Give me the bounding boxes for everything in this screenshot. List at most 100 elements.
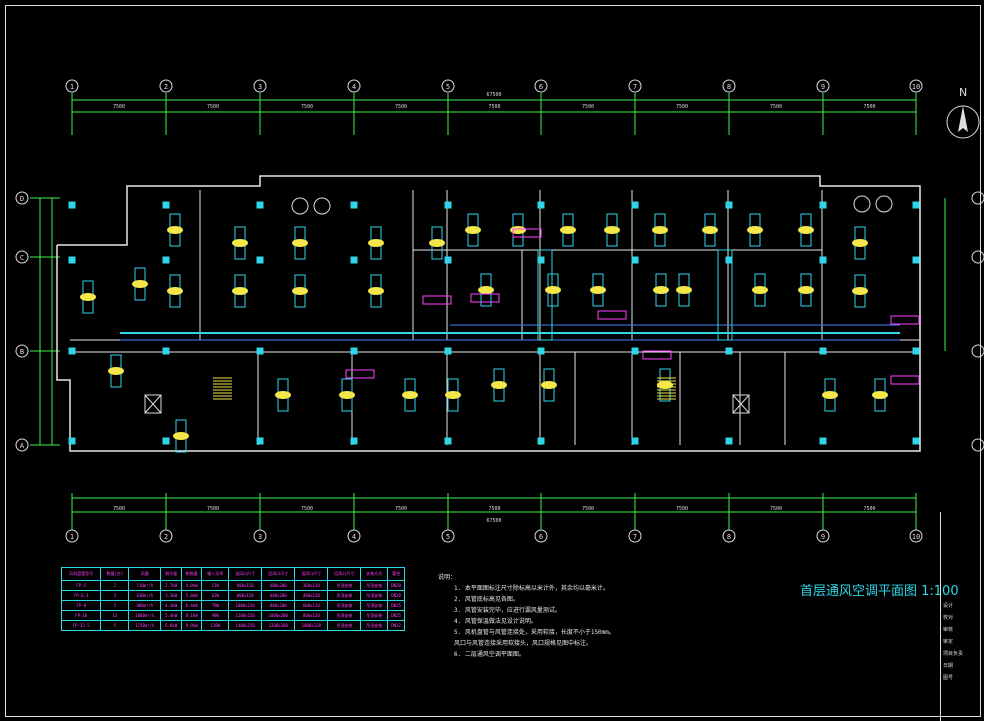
table-cell: 吊顶安装 [327,590,362,601]
table-cell: 510m³/h [128,580,162,591]
elevator-cross [732,394,750,414]
grid-label-bottom: 3 [258,533,262,541]
table-cell: 51W [201,580,230,591]
table-cell: 6.6kW [160,620,182,631]
table-cell: 800x120 [294,610,329,621]
structural-column [162,347,170,355]
table-cell: 吊顶安装 [327,610,362,621]
table-cell: 4.3kW [160,600,182,611]
table-cell: 吊顶安装 [360,590,389,601]
structural-column [162,256,170,264]
structural-column [256,201,264,209]
note-1: 1. 本平面图标注尺寸除标高以米计外，其余均以毫米计。 [454,585,609,592]
table-cell: 120W [201,620,230,631]
fan-coil-unit [747,226,763,234]
title-block-row: 校对 [943,615,954,621]
title-block-row: 审定 [943,639,954,645]
table-header-cell: 数量(台) [100,567,130,581]
table-cell: 600x200 [261,590,296,601]
title-block: 设计校对审核审定项目负责日期图号 [940,512,984,721]
fan-coil-unit [80,293,96,301]
fan-coil-unit [545,286,561,294]
grid-label-bottom: 8 [727,533,731,541]
table-cell: 13 [100,610,130,621]
structural-column [912,347,920,355]
structural-column [444,347,452,355]
fan-coil-unit [541,381,557,389]
dimension-text: 7500 [301,506,313,512]
table-header-cell: 管径 [387,567,405,581]
table-cell: 2.7kW [160,580,182,591]
dimension-text: 7500 [207,506,219,512]
riser-duct [537,249,553,341]
structural-column [444,256,452,264]
structural-column [350,347,358,355]
grid-bubble-top [253,79,267,93]
table-cell: 吊顶安装 [360,600,389,611]
grid-bubble-left [15,438,29,452]
fan-coil-unit [560,226,576,234]
grid-label-bottom: 10 [912,533,920,541]
fan-coil-unit [822,391,838,399]
table-cell: 480x120 [294,590,329,601]
fan-coil-unit [676,286,692,294]
structural-column [725,347,733,355]
structural-column [68,347,76,355]
table-cell: 1200x200 [261,620,296,631]
grid-label-top: 8 [727,83,731,91]
table-cell: 1000x200 [261,610,296,621]
grid-label-bottom: 7 [633,533,637,541]
table-cell: 4.0kW [180,580,203,591]
table-header-cell: 送风口尺寸 [228,567,263,581]
grid-bubble-top [159,79,173,93]
table-cell: FP-6.3 [60,590,102,601]
equipment-tag [345,369,375,379]
dimension-text: 7500 [488,104,500,110]
fan-coil-unit [653,286,669,294]
grid-label-left: D [20,195,24,203]
structural-column [256,347,264,355]
table-cell: FP-8 [60,600,102,611]
table-cell: 1250m³/h [128,620,162,631]
exhaust-fan-icon [291,197,309,215]
grid-bubble-left [15,250,29,264]
fan-coil-unit [510,226,526,234]
table-header-row: 风机盘管型号 数量(台) 风量 制冷量 制热量 输入功率 送风口尺寸 回风口尺寸… [60,567,405,581]
grid-label-top: 7 [633,83,637,91]
structural-column [912,256,920,264]
note-2: 2. 风管底标高见各图。 [454,596,519,603]
structural-column [819,201,827,209]
table-cell: 800x150 [228,590,263,601]
structural-column [819,437,827,445]
fan-coil-unit [292,287,308,295]
dimension-text: 7500 [582,104,594,110]
table-header-cell: 输入功率 [201,567,230,581]
note-4: 4. 风管保温做法见设计说明。 [454,618,537,625]
fan-coil-unit [852,287,868,295]
note-7: 6. 二层通风空调平面图。 [454,651,525,658]
drawing-title: 首层通风空调平面图 1:100 [800,584,959,599]
table-cell: 6.4kW [180,600,203,611]
structural-column [162,201,170,209]
fan-coil-unit [167,226,183,234]
equipment-tag [422,295,452,305]
note-3: 3. 风管安装完毕，应进行漏风量测试。 [454,607,561,614]
table-cell: 79W [201,600,230,611]
elevator-cross [144,394,162,414]
grid-label-bottom: 9 [821,533,825,541]
dimension-text: 7500 [395,506,407,512]
fan-coil-unit [465,226,481,234]
dimension-text: 7500 [301,104,313,110]
dimension-text: 7500 [770,506,782,512]
drawing-border [5,5,981,717]
fan-coil-unit [167,287,183,295]
fan-coil-unit [798,226,814,234]
table-cell: 600x150 [228,580,263,591]
structural-column [350,201,358,209]
fan-coil-unit [292,239,308,247]
elevator-shaft [144,394,162,414]
